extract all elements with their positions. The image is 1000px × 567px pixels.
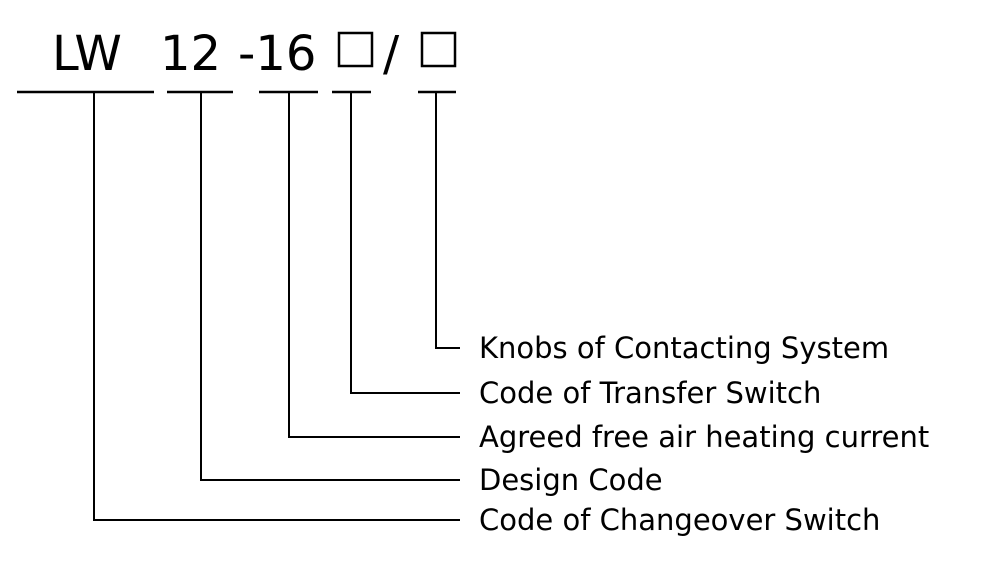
code-design: 12 <box>160 26 221 82</box>
leader-line-knobs <box>435 92 460 349</box>
knobs-placeholder-box <box>420 31 457 68</box>
label-transfer: Code of Transfer Switch <box>479 376 821 410</box>
leader-line-transfer <box>350 92 460 394</box>
leader-line-design <box>200 92 460 481</box>
label-knobs: Knobs of Contacting System <box>479 331 889 365</box>
code-series: LW <box>52 26 122 82</box>
leader-line-current <box>288 92 460 438</box>
label-current: Agreed free air heating current <box>479 420 929 454</box>
code-slash: / <box>383 26 400 82</box>
label-design: Design Code <box>479 463 663 497</box>
code-current: -16 <box>238 26 316 82</box>
leader-line-changeover <box>93 92 460 521</box>
transfer-switch-placeholder-box <box>337 31 374 68</box>
label-changeover: Code of Changeover Switch <box>479 503 880 537</box>
